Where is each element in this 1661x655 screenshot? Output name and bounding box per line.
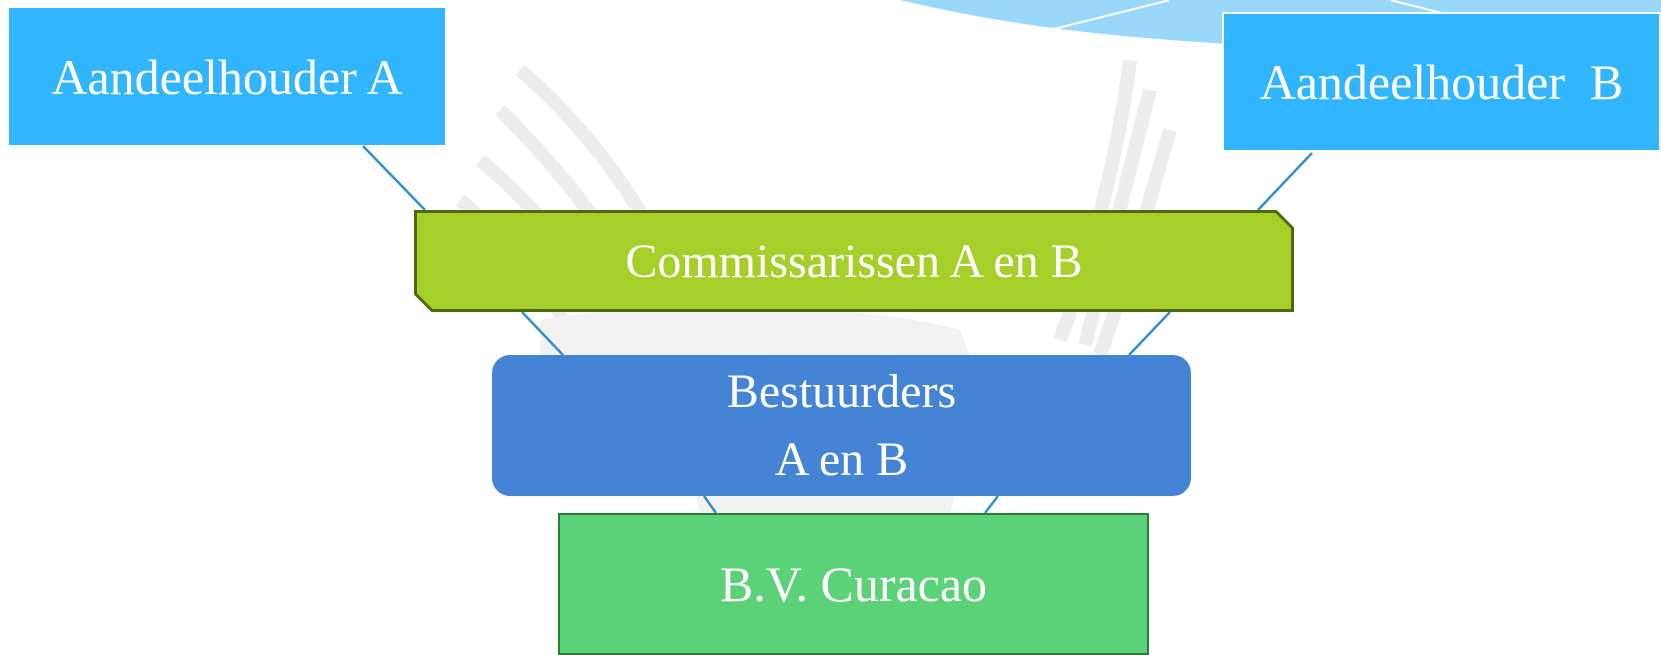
connector-b-to-commissarissen [1257, 152, 1313, 211]
shareholder-b-node: Aandeelhouder B [1222, 12, 1661, 152]
directors-label-line1: Bestuurders [726, 364, 957, 418]
connector-a-to-commissarissen [362, 145, 426, 211]
bv-curacao-node: B.V. Curacao [558, 513, 1149, 655]
connector-bestuurders-to-bv-right [984, 495, 999, 514]
shareholder-a-label: Aandeelhouder A [51, 48, 403, 105]
bv-curacao-label: B.V. Curacao [719, 556, 988, 612]
commissioners-shape [414, 210, 1294, 312]
directors-node: Bestuurders A en B [492, 355, 1191, 496]
shareholder-b-label: Aandeelhouder B [1259, 54, 1624, 110]
connector-bestuurders-to-bv-left [702, 495, 718, 514]
shareholder-a-node: Aandeelhouder A [9, 8, 445, 145]
connector-commissarissen-to-bestuurders-left [521, 311, 564, 356]
commissioners-label: Commissarissen A en B [625, 234, 1083, 288]
commissioners-node: Commissarissen A en B [414, 210, 1294, 312]
directors-label-line2: A en B [774, 432, 909, 486]
connector-commissarissen-to-bestuurders-right [1128, 311, 1171, 356]
